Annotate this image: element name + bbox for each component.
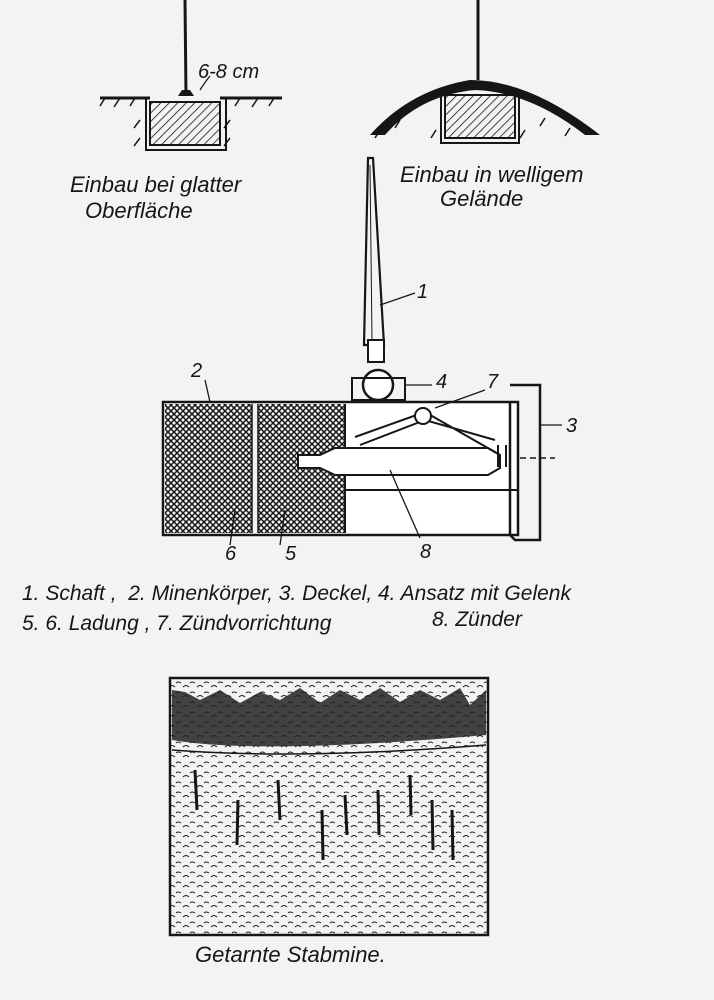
parts-legend: 1. Schaft , 2. Minenkörper, 3. Deckel, 4… (22, 582, 572, 635)
legend-line-1: 1. Schaft , 2. Minenkörper, 3. Deckel, 4… (22, 582, 572, 605)
flat-ground-installation: 6-8 cm Einbau bei glatter Oberfläche (70, 0, 282, 223)
photo-caption: Getarnte Stabmine. (195, 942, 386, 967)
callout-2: 2 (190, 360, 202, 382)
callout-8: 8 (420, 541, 431, 563)
callout-4: 4 (436, 371, 447, 393)
mine-cross-section: 1 2 3 4 7 6 5 8 (161, 156, 577, 565)
depth-dimension-label: 6-8 cm (198, 61, 259, 83)
callout-1: 1 (417, 281, 428, 303)
wavy-caption-line1: Einbau in welligem (400, 162, 583, 187)
wavy-caption-line2: Gelände (440, 186, 523, 211)
callout-7: 7 (487, 371, 499, 393)
camouflaged-mine-illustration: Getarnte Stabmine. (168, 676, 490, 967)
callout-5: 5 (285, 543, 297, 565)
callout-3: 3 (566, 415, 577, 437)
flat-caption-line1: Einbau bei glatter (70, 172, 243, 197)
callout-6: 6 (225, 543, 237, 565)
legend-line-2b: 8. Zünder (432, 608, 523, 631)
flat-caption-line2: Oberfläche (85, 198, 193, 223)
wavy-terrain-installation: Einbau in welligem Gelände (370, 0, 600, 211)
legend-line-2a: 5. 6. Ladung , 7. Zündvorrichtung (22, 612, 332, 635)
